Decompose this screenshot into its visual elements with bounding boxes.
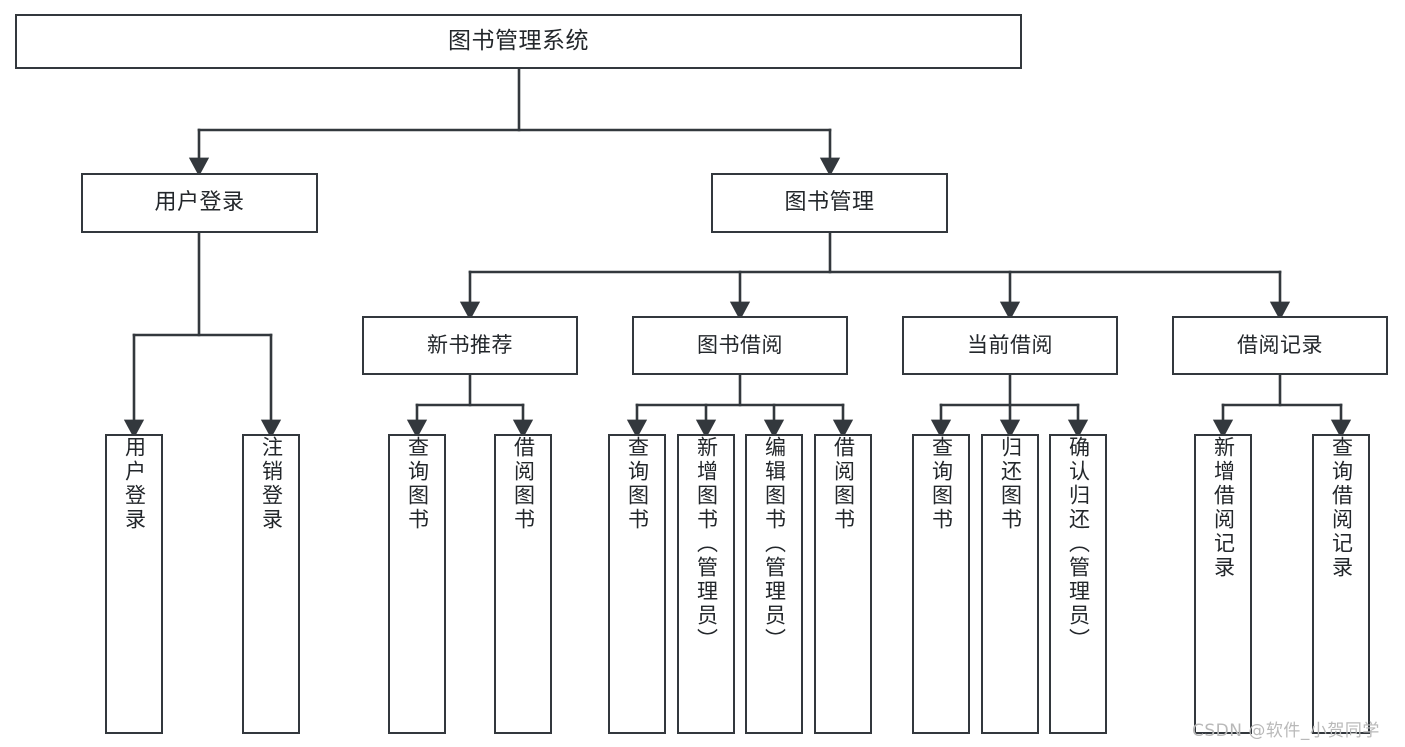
node-leaf-book-borrow-query[interactable]: 查询图书 (608, 434, 666, 734)
node-leaf-label: 确认归还（管理员） (1066, 436, 1091, 652)
node-leaf-borrow-record-query[interactable]: 查询借阅记录 (1312, 434, 1370, 734)
node-user-login[interactable]: 用户登录 (81, 173, 318, 233)
node-borrow-record[interactable]: 借阅记录 (1172, 316, 1388, 375)
node-root-book-management-system[interactable]: 图书管理系统 (15, 14, 1022, 69)
node-new-book-recommend-label: 新书推荐 (427, 333, 513, 358)
node-leaf-label: 查询图书 (625, 436, 650, 532)
node-book-borrow-label: 图书借阅 (697, 333, 783, 358)
node-leaf-label: 编辑图书（管理员） (762, 436, 787, 652)
node-leaf-label: 新增图书（管理员） (694, 436, 719, 652)
node-leaf-label: 查询借阅记录 (1329, 436, 1354, 580)
node-leaf-label: 借阅图书 (511, 436, 536, 532)
node-leaf-borrow-record-add[interactable]: 新增借阅记录 (1194, 434, 1252, 734)
node-leaf-book-borrow-add[interactable]: 新增图书（管理员） (677, 434, 735, 734)
node-leaf-label: 借阅图书 (831, 436, 856, 532)
node-borrow-record-label: 借阅记录 (1237, 333, 1323, 358)
node-leaf-book-borrow-borrow[interactable]: 借阅图书 (814, 434, 872, 734)
node-leaf-new-book-query[interactable]: 查询图书 (388, 434, 446, 734)
node-leaf-label: 查询图书 (929, 436, 954, 532)
node-leaf-current-borrow-return[interactable]: 归还图书 (981, 434, 1039, 734)
node-leaf-user-login-logout[interactable]: 注销登录 (242, 434, 300, 734)
node-current-borrow-label: 当前借阅 (967, 333, 1053, 358)
node-leaf-label: 用户登录 (122, 436, 147, 532)
node-current-borrow[interactable]: 当前借阅 (902, 316, 1118, 375)
node-leaf-label: 新增借阅记录 (1211, 436, 1236, 580)
node-book-borrow[interactable]: 图书借阅 (632, 316, 848, 375)
node-leaf-new-book-borrow[interactable]: 借阅图书 (494, 434, 552, 734)
node-leaf-current-borrow-confirm-return[interactable]: 确认归还（管理员） (1049, 434, 1107, 734)
node-leaf-book-borrow-edit[interactable]: 编辑图书（管理员） (745, 434, 803, 734)
node-book-management-label: 图书管理 (784, 190, 875, 216)
node-book-management[interactable]: 图书管理 (711, 173, 948, 233)
node-root-label: 图书管理系统 (448, 28, 589, 55)
node-leaf-label: 查询图书 (405, 436, 430, 532)
node-new-book-recommend[interactable]: 新书推荐 (362, 316, 578, 375)
node-user-login-label: 用户登录 (154, 190, 245, 216)
node-leaf-label: 归还图书 (998, 436, 1023, 532)
node-leaf-label: 注销登录 (259, 436, 284, 532)
node-leaf-user-login-login[interactable]: 用户登录 (105, 434, 163, 734)
node-leaf-current-borrow-query[interactable]: 查询图书 (912, 434, 970, 734)
